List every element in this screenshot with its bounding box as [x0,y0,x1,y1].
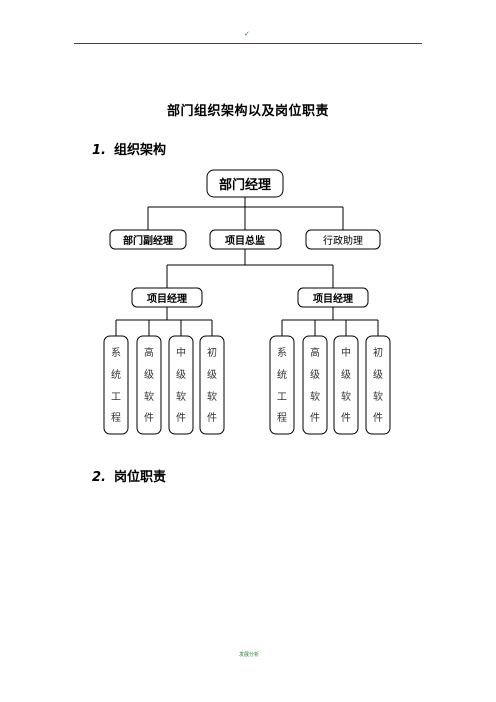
org-chart-connectors [115,197,379,336]
document-title: 部门组织架构以及岗位职责 [166,104,329,119]
org-node-label: 项目经理 [313,292,353,305]
org-node-deputy-manager: 部门副经理 [109,229,187,250]
org-node-project-manager-right: 项目经理 [297,287,369,308]
header-check-mark: ✓ [244,30,250,38]
org-node-project-manager-left: 项目经理 [131,287,203,308]
org-node-label: 中级软件 [341,346,351,424]
org-node-project-director: 项目总监 [209,229,282,250]
org-staff-layer: 系统工程 高级软件 中级软件 初级软件 系统工程 高级软件 中级软件 初级软件 [103,335,391,435]
org-node-staff: 系统工程 [103,335,129,435]
org-node-admin-assistant: 行政助理 [305,229,381,250]
org-node-label: 高级软件 [144,346,154,424]
footer-mark: 发展分析 [239,652,260,658]
org-node-department-manager: 部门经理 [206,169,284,198]
org-node-label: 初级软件 [373,346,383,424]
org-node-staff: 初级软件 [199,335,225,435]
org-node-staff: 中级软件 [168,335,194,435]
org-node-label: 部门副经理 [123,234,173,247]
org-node-staff: 中级软件 [333,335,359,435]
org-node-label: 系统工程 [111,347,121,424]
org-node-staff: 系统工程 [269,335,295,435]
org-node-label: 行政助理 [323,234,363,247]
org-node-staff: 高级软件 [136,335,162,435]
org-node-label: 部门经理 [219,177,271,193]
org-node-staff: 高级软件 [302,335,328,435]
section-number: 2. [92,470,106,485]
org-node-label: 项目经理 [147,292,187,305]
org-node-label: 初级软件 [207,346,217,424]
org-node-label: 系统工程 [277,347,287,424]
org-node-label: 中级软件 [176,346,186,424]
header-rule [74,43,422,44]
org-node-label: 高级软件 [310,346,320,424]
org-node-label: 项目总监 [225,234,265,247]
section-heading-org-structure: 1. 组织架构 [92,139,166,158]
section-number: 1. [92,143,106,158]
section-label: 岗位职责 [113,470,166,485]
section-heading-job-duties: 2. 岗位职责 [92,466,166,485]
org-node-staff: 初级软件 [365,335,391,435]
section-label: 组织架构 [113,143,166,158]
